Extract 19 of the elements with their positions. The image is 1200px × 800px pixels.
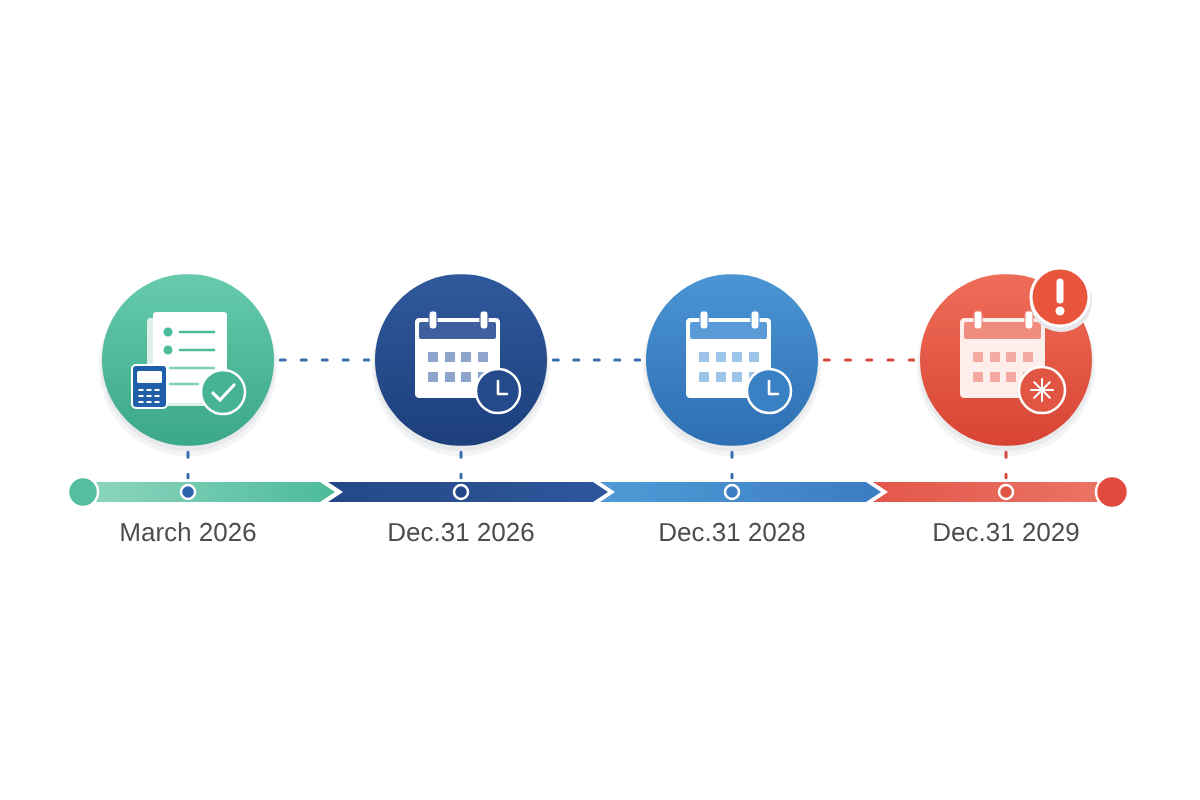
timeline-marker [997, 483, 1015, 501]
timeline-marker [723, 483, 741, 501]
dotted-connector [730, 450, 734, 480]
dotted-connector [459, 450, 463, 480]
date-label: March 2026 [121, 522, 256, 542]
dotted-connector [186, 450, 190, 480]
icon-circle [917, 266, 1095, 456]
timeline-marker [452, 483, 470, 501]
dotted-connector [551, 358, 642, 362]
dotted-connector [1004, 450, 1008, 480]
date-label: Dec.31 2026 [389, 522, 534, 542]
timeline-marker [179, 483, 197, 501]
icon-circle [372, 274, 550, 456]
dotted-connector [822, 358, 916, 362]
icon-circle [643, 274, 821, 456]
date-label: Dec.31 2029 [934, 522, 1079, 542]
date-label: Dec.31 2028 [660, 522, 805, 542]
dotted-connector [278, 358, 371, 362]
icon-circle [99, 274, 277, 456]
